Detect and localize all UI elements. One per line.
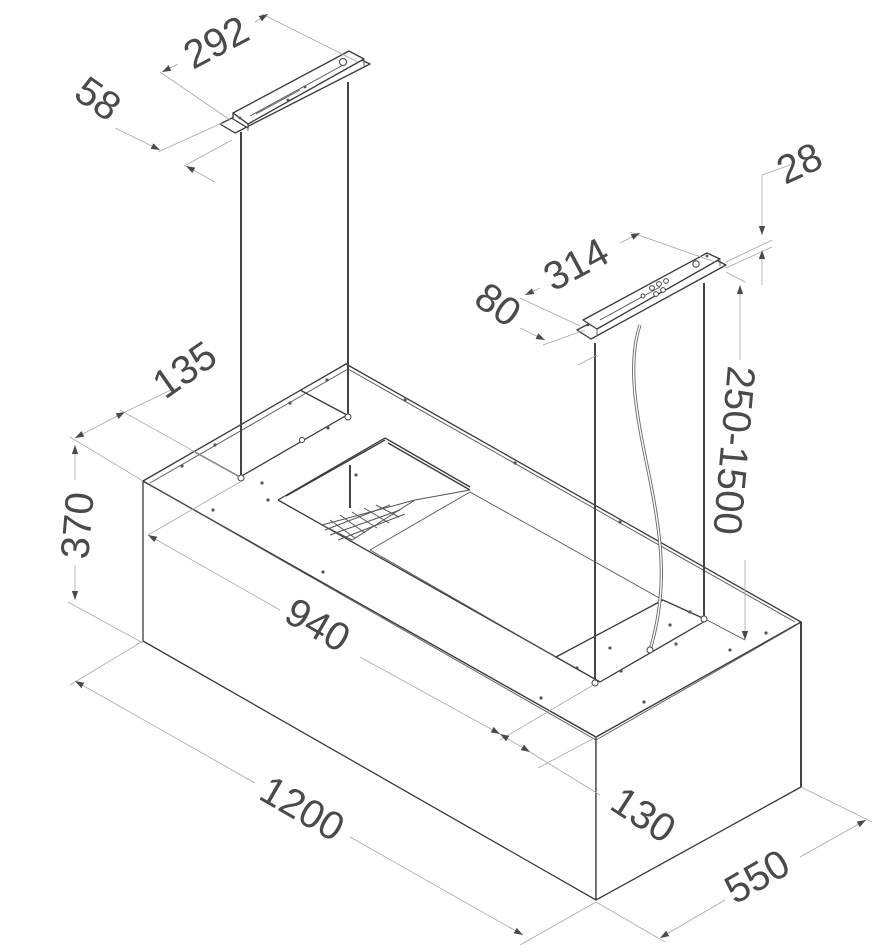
- control-terminals: [640, 278, 669, 299]
- dim-135: 135: [145, 333, 225, 407]
- suspension-rods: [237, 82, 708, 687]
- dim-292: 292: [177, 8, 257, 78]
- dim-314: 314: [537, 230, 617, 300]
- dimension-lines: [67, 13, 873, 946]
- dim-370: 370: [53, 490, 103, 560]
- dim-250-1500: 250-1500: [704, 364, 763, 536]
- ceiling-bracket-right: [576, 252, 727, 340]
- grease-filter: [320, 489, 471, 541]
- dim-58: 58: [67, 68, 129, 130]
- top-face: [142, 363, 802, 738]
- screw-holes: [180, 378, 768, 704]
- dim-28: 28: [770, 134, 829, 193]
- ceiling-bracket-left: [219, 50, 371, 134]
- dim-1200: 1200: [253, 768, 352, 851]
- dim-80: 80: [467, 274, 529, 336]
- dim-550: 550: [718, 841, 798, 912]
- hood-body: [142, 363, 802, 901]
